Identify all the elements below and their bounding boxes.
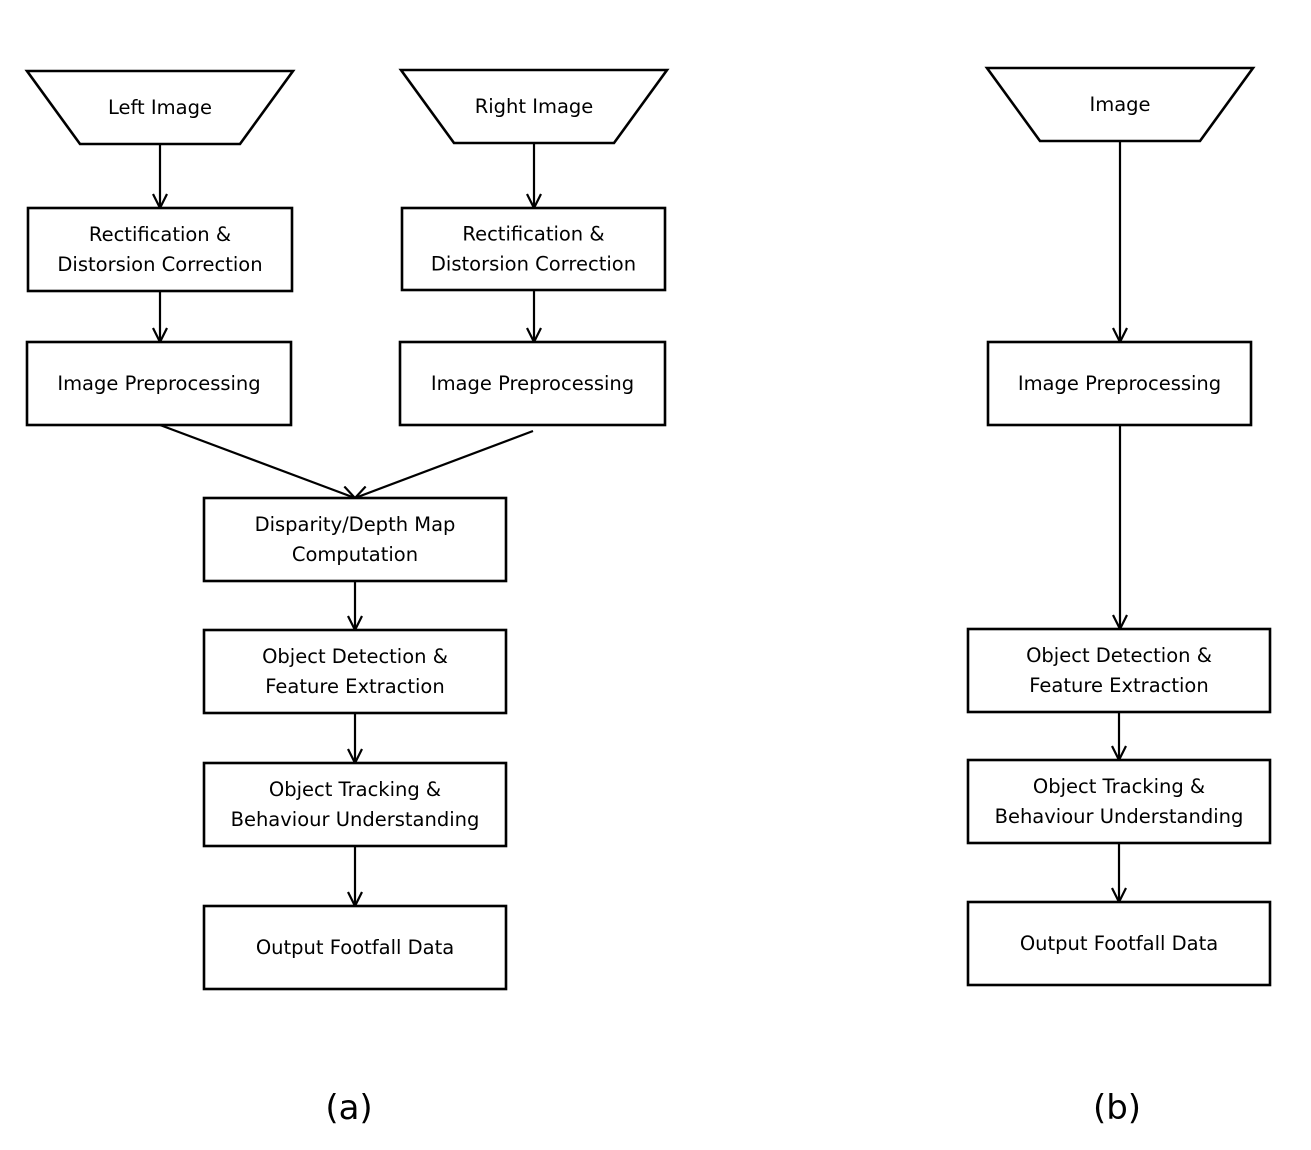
node-label-line: Right Image xyxy=(475,95,594,118)
node-shape-box xyxy=(986,340,1253,427)
node-label-line: Image xyxy=(1089,93,1150,116)
arrow-prep-right-to-disparity xyxy=(355,429,534,498)
node-left-image: Left Image xyxy=(24,69,296,146)
node-label-line: Image Preprocessing xyxy=(1018,372,1221,395)
node-shape-box xyxy=(202,496,508,583)
node-shape-box xyxy=(400,206,667,292)
arrow-prep-left-to-disparity xyxy=(159,423,355,498)
node-output-b: Output Footfall Data xyxy=(966,900,1272,987)
node-label-line: Object Tracking & xyxy=(1033,775,1205,798)
node-shape-box xyxy=(398,340,667,427)
node-label-line: Left Image xyxy=(108,96,212,119)
node-track-a: Object Tracking & Behaviour Understanding xyxy=(202,761,508,848)
node-shape-trapezoid xyxy=(398,68,670,145)
panel-label-a: (a) xyxy=(325,1088,372,1128)
node-label-line: Behaviour Understanding xyxy=(231,808,480,831)
node-shape-box xyxy=(202,761,508,848)
node-shape-box xyxy=(966,758,1272,845)
node-label-line: Output Footfall Data xyxy=(256,936,454,959)
node-shape-trapezoid xyxy=(24,69,296,146)
node-shape-box xyxy=(25,340,293,427)
node-label-line: Distorsion Correction xyxy=(431,253,636,276)
node-prep-right: Image Preprocessing xyxy=(398,340,667,427)
node-shape-box xyxy=(202,904,508,991)
node-prep-b: Image Preprocessing xyxy=(986,340,1253,427)
node-prep-left: Image Preprocessing xyxy=(25,340,293,427)
node-track-b: Object Tracking & Behaviour Understanding xyxy=(966,758,1272,845)
node-shape-trapezoid xyxy=(984,66,1256,143)
node-label-line: Rectification & xyxy=(89,223,231,246)
edges-layer xyxy=(160,141,1120,906)
panel-label-b: (b) xyxy=(1093,1088,1141,1128)
node-detect-b: Object Detection & Feature Extraction xyxy=(966,627,1272,714)
node-label-line: Image Preprocessing xyxy=(431,372,634,395)
node-rect-left: Rectification & Distorsion Correction xyxy=(26,206,294,293)
node-label-line: Object Detection & xyxy=(1026,644,1212,667)
node-label-line: Object Tracking & xyxy=(269,778,441,801)
node-image-b: Image xyxy=(984,66,1256,143)
node-label-line: Rectification & xyxy=(462,223,604,246)
node-shape-box xyxy=(966,627,1272,714)
node-output-a: Output Footfall Data xyxy=(202,904,508,991)
node-label-line: Object Detection & xyxy=(262,645,448,668)
node-label-line: Output Footfall Data xyxy=(1020,932,1218,955)
node-shape-box xyxy=(966,900,1272,987)
node-right-image: Right Image xyxy=(398,68,670,145)
node-label-line: Feature Extraction xyxy=(265,675,444,698)
node-label-line: Feature Extraction xyxy=(1029,674,1208,697)
node-rect-right: Rectification & Distorsion Correction xyxy=(400,206,667,292)
node-detect-a: Object Detection & Feature Extraction xyxy=(202,628,508,715)
node-label-line: Image Preprocessing xyxy=(57,372,260,395)
node-label-line: Computation xyxy=(292,543,418,566)
node-label-line: Distorsion Correction xyxy=(57,253,262,276)
node-label-line: Behaviour Understanding xyxy=(995,805,1244,828)
panel-labels-layer: (a) (b) xyxy=(325,1088,1141,1128)
node-shape-box xyxy=(26,206,294,293)
node-shape-box xyxy=(202,628,508,715)
node-label-line: Disparity/Depth Map xyxy=(255,513,456,536)
